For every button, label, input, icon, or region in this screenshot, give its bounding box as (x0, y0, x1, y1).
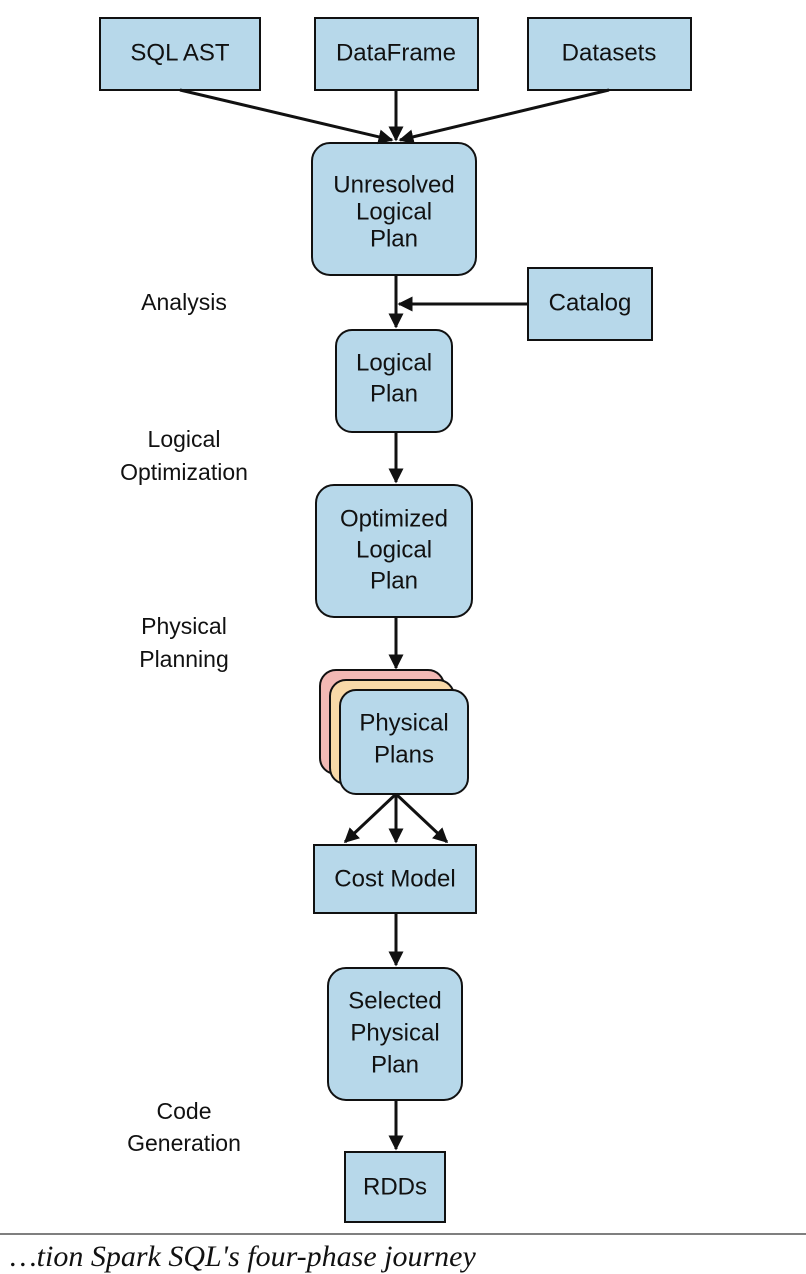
optimized-line-3: Plan (370, 567, 418, 594)
code-generation-line-2: Generation (127, 1130, 241, 1156)
unresolved-line-2: Logical (356, 198, 432, 225)
cost-model-box: Cost Model (313, 844, 477, 914)
dataframe-label: DataFrame (336, 39, 456, 66)
logical-plan-box: Logical Plan (335, 329, 453, 433)
analysis-label: Analysis (141, 289, 227, 315)
optimized-line-2: Logical (356, 536, 432, 563)
arrow-datasets-to-unresolved (398, 88, 610, 145)
code-generation-line-1: Code (157, 1098, 212, 1124)
physical-plans-line-2: Plans (374, 741, 434, 768)
optimized-line-1: Optimized (340, 505, 448, 532)
physical-planning-line-2: Planning (139, 646, 229, 672)
physical-planning-label: Physical Planning (139, 613, 229, 672)
unresolved-logical-plan-box: Unresolved Logical Plan (311, 142, 477, 276)
logical-optimization-line-2: Optimization (120, 459, 248, 485)
arrow-sqlast-to-unresolved (179, 88, 394, 145)
catalog-label: Catalog (549, 289, 632, 316)
analysis-line-1: Analysis (141, 289, 227, 315)
figure-caption: …tion Spark SQL's four-phase journey (10, 1240, 476, 1273)
logical-plan-line-1: Logical (356, 349, 432, 376)
physical-plans-line-1: Physical (359, 709, 448, 736)
dataframe-box: DataFrame (314, 17, 479, 91)
sql-ast-label: SQL AST (130, 39, 229, 66)
datasets-box: Datasets (527, 17, 692, 91)
datasets-label: Datasets (562, 39, 657, 66)
catalog-box: Catalog (527, 267, 653, 341)
arrow-physical-to-cost-left (343, 792, 398, 844)
unresolved-line-3: Plan (370, 225, 418, 252)
selected-line-3: Plan (371, 1051, 419, 1078)
unresolved-line-1: Unresolved (333, 171, 454, 198)
logical-optimization-label: Logical Optimization (120, 426, 248, 485)
selected-line-1: Selected (348, 987, 441, 1014)
rdds-box: RDDs (344, 1151, 446, 1223)
selected-physical-plan-box: Selected Physical Plan (327, 967, 463, 1101)
physical-plans-box: Physical Plans (339, 689, 469, 795)
code-generation-label: Code Generation (127, 1098, 241, 1156)
rdds-label: RDDs (363, 1173, 427, 1200)
sql-ast-box: SQL AST (99, 17, 261, 91)
cost-model-label: Cost Model (334, 865, 455, 892)
selected-line-2: Physical (350, 1019, 439, 1046)
arrow-physical-to-cost-right (394, 792, 449, 844)
optimized-logical-plan-box: Optimized Logical Plan (315, 484, 473, 618)
logical-optimization-line-1: Logical (148, 426, 221, 452)
physical-planning-line-1: Physical (141, 613, 227, 639)
logical-plan-line-2: Plan (370, 380, 418, 407)
